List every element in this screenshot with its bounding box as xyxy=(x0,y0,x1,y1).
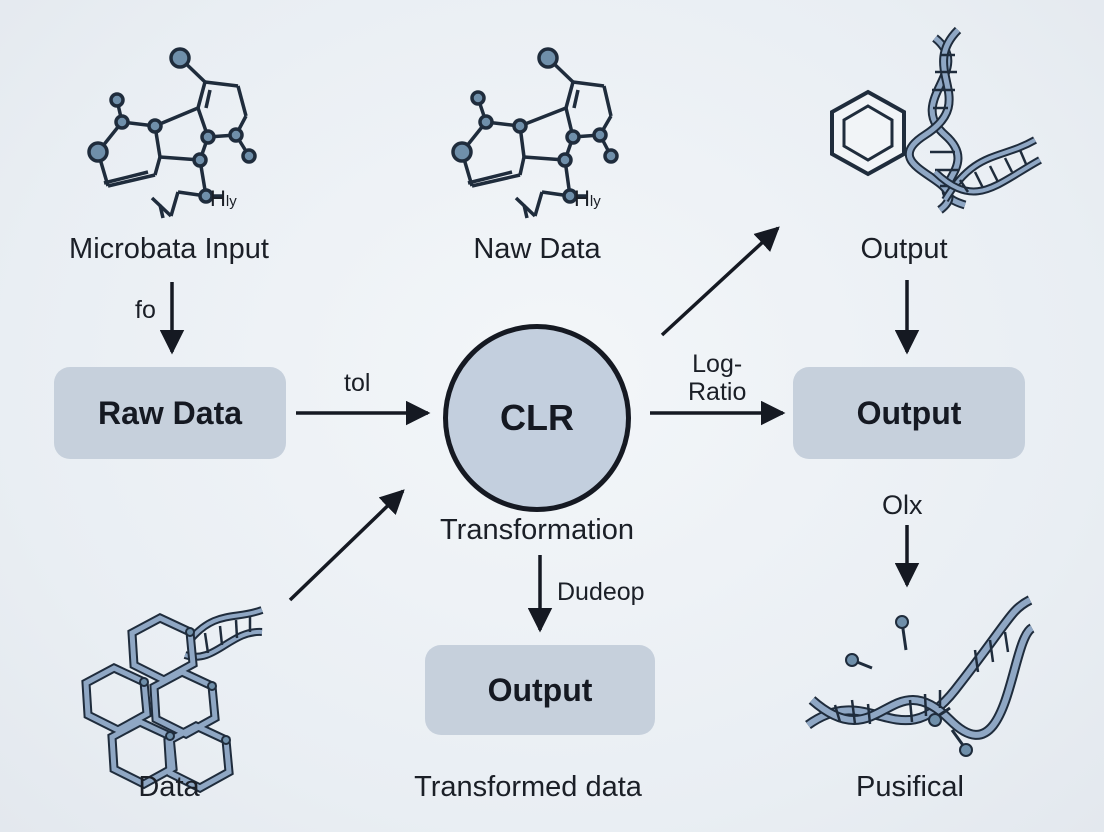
edge-label-olx: Olx xyxy=(882,490,923,520)
molecule-icon xyxy=(451,47,619,219)
top-output-label: Output xyxy=(860,233,948,265)
pusifical-label: Pusifical xyxy=(856,771,964,803)
transformation-label: Transformation xyxy=(440,514,634,546)
microbata-input-label: Microbata Input xyxy=(69,233,269,265)
benzene-dna-icon xyxy=(830,26,1042,214)
atom-label: Hly xyxy=(574,186,601,211)
output-node-bottom: Output xyxy=(425,645,655,735)
edge-label-log-ratio: Log- Ratio xyxy=(688,350,747,406)
clr-node: CLR xyxy=(443,324,631,512)
hexagon-rings-dna-icon xyxy=(81,606,264,794)
transformed-data-label: Transformed data xyxy=(414,771,642,803)
naw-data-label: Naw Data xyxy=(473,233,601,265)
atom-label: Hly xyxy=(210,186,237,211)
arrow-clr-to-top-right xyxy=(660,226,780,337)
data-label: Data xyxy=(138,771,200,803)
output-node-right: Output xyxy=(793,367,1025,459)
edge-label-dudeop: Dudeop xyxy=(557,578,645,606)
dna-helix-icon xyxy=(805,595,1036,757)
raw-data-node: Raw Data xyxy=(54,367,286,459)
edge-label-fo: fo xyxy=(135,296,156,324)
arrow-data-to-clr xyxy=(288,489,405,602)
edge-label-tol: tol xyxy=(344,369,371,397)
molecule-icon xyxy=(87,47,257,219)
